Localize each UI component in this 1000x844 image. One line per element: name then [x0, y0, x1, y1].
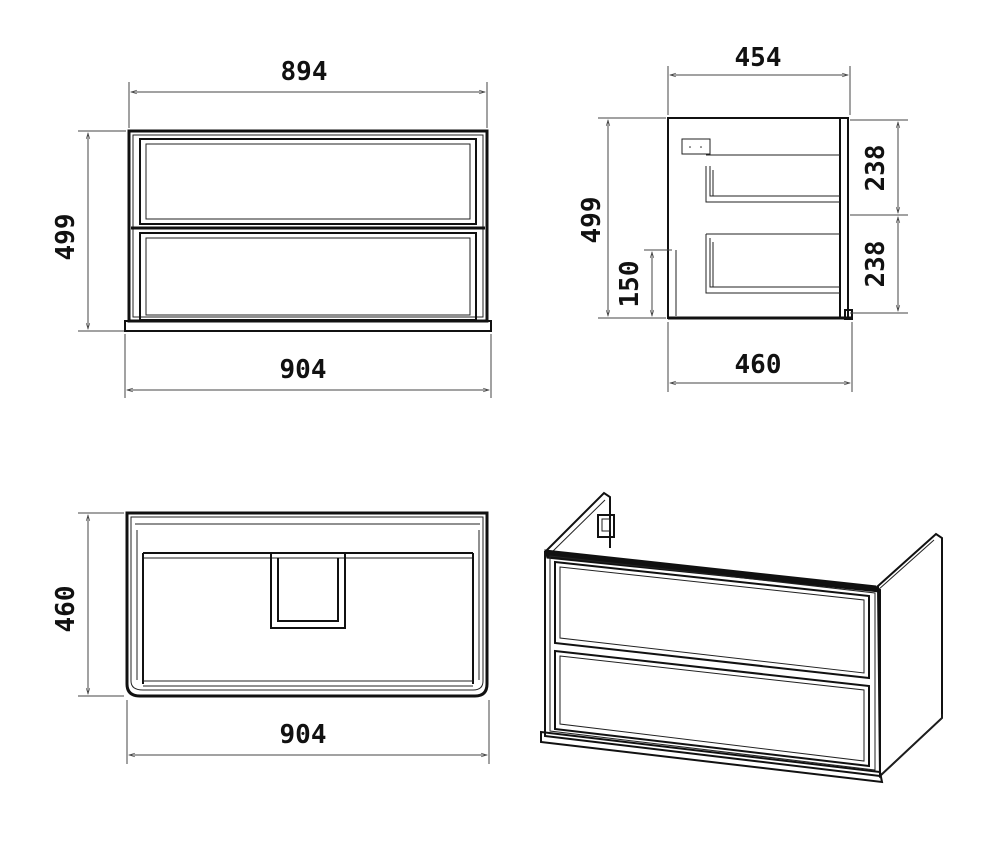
side-plinth-height-label: 150: [615, 261, 645, 308]
side-view: 454 499 150 238 238 460: [577, 43, 908, 392]
side-height-label: 499: [577, 197, 607, 244]
front-top-drawer: [139, 138, 477, 225]
side-bottom-depth-label: 460: [735, 350, 782, 380]
iso-wall-bracket: [597, 514, 615, 538]
iso-plinth: [540, 730, 884, 784]
front-plinth: [124, 320, 492, 332]
top-siphon-cutout: [270, 552, 346, 629]
side-upper-drawer-box: [705, 154, 840, 203]
side-cabinet-body: [667, 117, 841, 319]
iso-top-drawer: [554, 560, 870, 680]
top-cabinet-outline: [125, 511, 489, 698]
front-bottom-drawer: [139, 232, 477, 321]
top-view: 460 904: [51, 511, 490, 764]
iso-back-panel: [544, 491, 611, 553]
top-depth-label: 460: [51, 586, 81, 633]
front-height-label: 499: [51, 214, 81, 261]
side-lower-drawer-box: [705, 233, 840, 294]
front-bottom-width-label: 904: [280, 355, 327, 385]
top-width-label: 904: [280, 720, 327, 750]
front-top-width-label: 894: [281, 57, 328, 87]
front-cabinet-body: [127, 129, 489, 323]
side-top-depth-label: 454: [735, 43, 782, 73]
iso-bottom-drawer: [554, 649, 870, 768]
side-drawer-bottom-label: 238: [861, 241, 891, 288]
side-front-facade: [839, 117, 849, 319]
side-wall-bracket: [681, 138, 711, 155]
isometric-view: [540, 491, 943, 784]
front-view: 894 499 904: [51, 57, 492, 398]
iso-side-panel: [876, 532, 943, 779]
side-drawer-top-label: 238: [861, 145, 891, 192]
